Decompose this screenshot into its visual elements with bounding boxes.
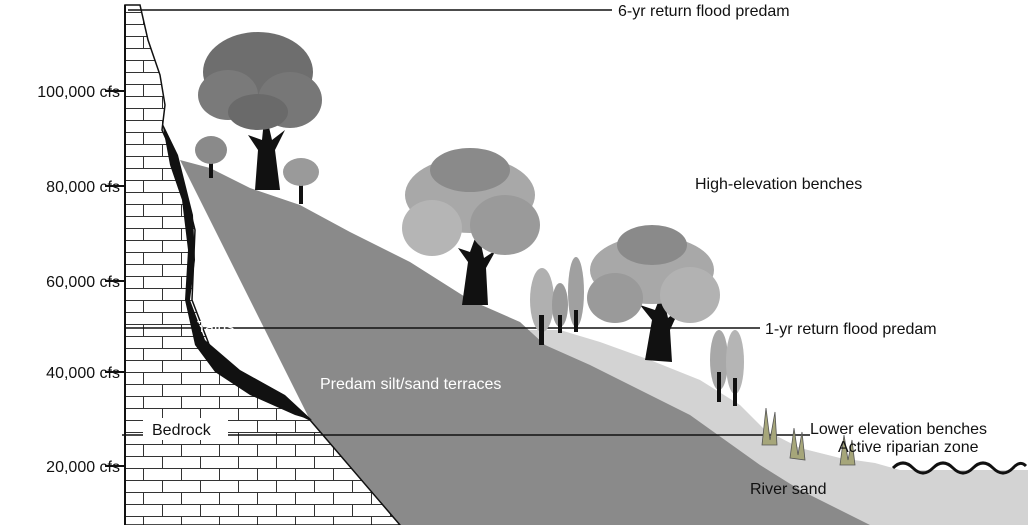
tick-label-40000: 40,000 cfs <box>46 365 120 382</box>
talus-label: Talus <box>197 319 234 336</box>
tick-label-100000: 100,000 cfs <box>37 84 120 101</box>
flood-1yr-label: 1-yr return flood predam <box>765 321 937 338</box>
tick-label-80000: 80,000 cfs <box>46 179 120 196</box>
tree-small-right <box>283 158 319 204</box>
lower-benches-label: Lower elevation benches <box>810 421 987 438</box>
tick-label-20000: 20,000 cfs <box>46 459 120 476</box>
river-sand-label: River sand <box>750 481 826 498</box>
bedrock-label: Bedrock <box>152 422 212 439</box>
terraces-label: Predam silt/sand terraces <box>320 376 501 393</box>
tick-label-60000: 60,000 cfs <box>46 274 120 291</box>
high-benches-label: High-elevation benches <box>695 176 862 193</box>
flood-6yr-label: 6-yr return flood predam <box>618 3 790 20</box>
tree-willow-right <box>587 225 720 362</box>
riparian-zone-label: Active riparian zone <box>838 439 979 456</box>
